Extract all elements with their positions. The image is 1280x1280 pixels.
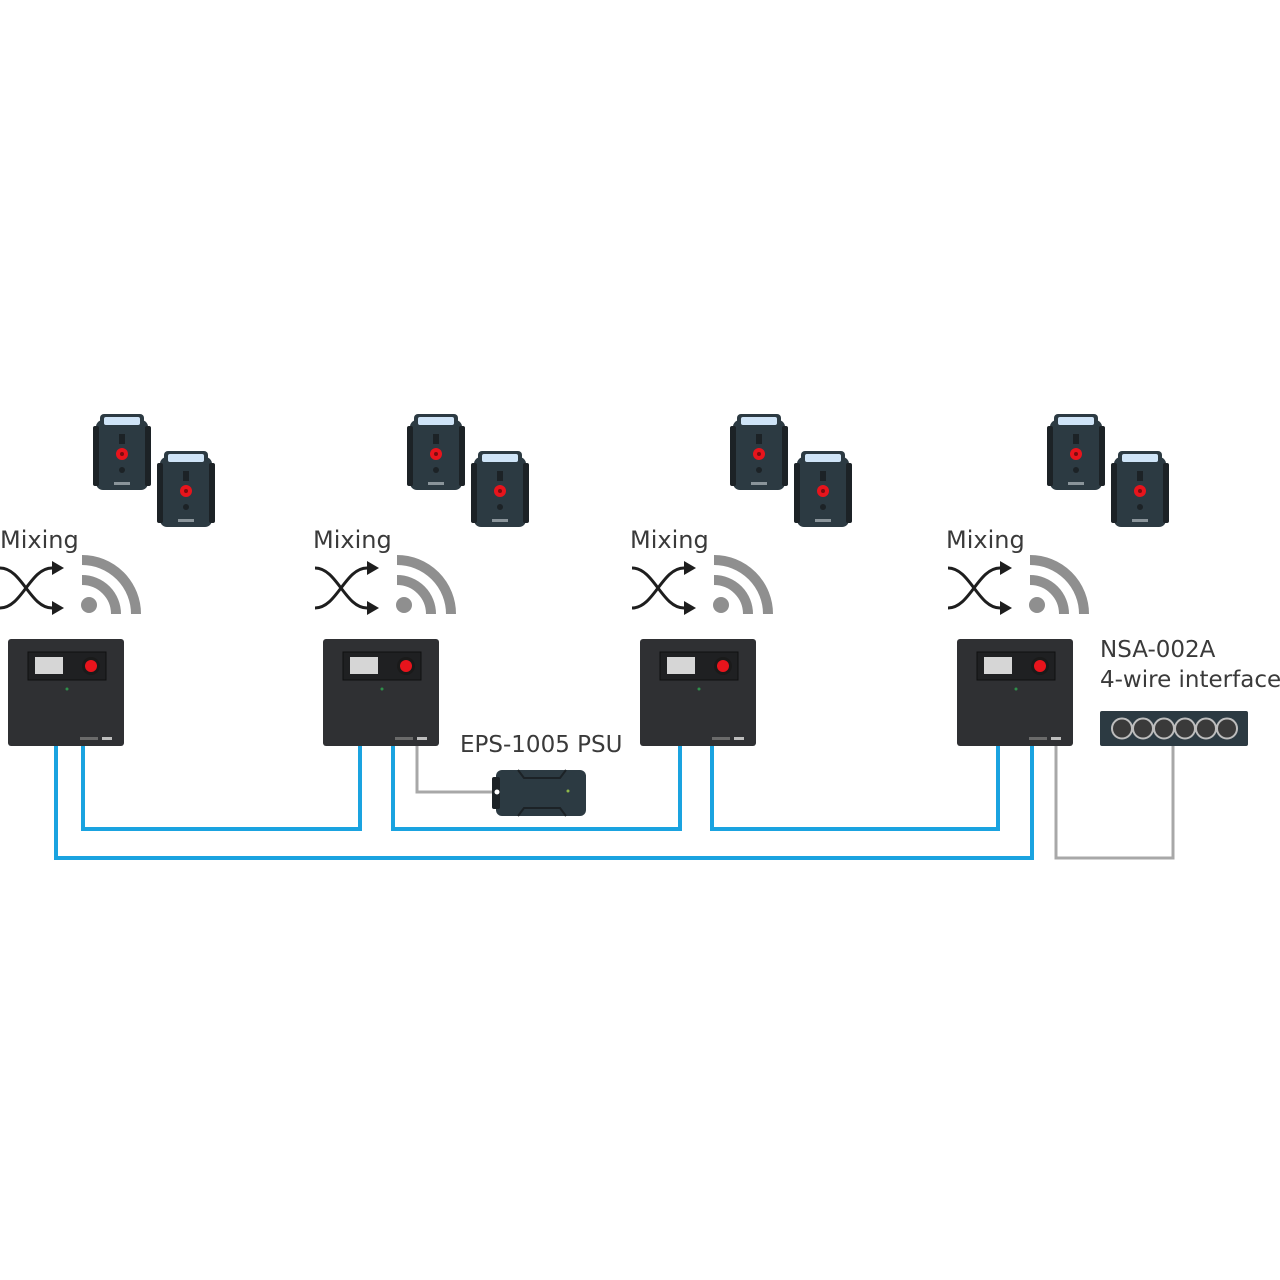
beltpack-icon bbox=[1047, 414, 1105, 490]
base-station bbox=[322, 638, 440, 747]
link-station2-psu bbox=[415, 745, 497, 794]
beltpack-icon bbox=[93, 414, 151, 490]
link-station1-station2 bbox=[81, 745, 362, 831]
interface-ports bbox=[1111, 717, 1238, 740]
link-station1-station4-ring bbox=[54, 745, 1034, 860]
wireless-icon bbox=[713, 560, 768, 614]
mixing-label: Mixing bbox=[313, 526, 392, 554]
interface-device bbox=[1100, 711, 1248, 746]
beltpack-icon bbox=[471, 451, 529, 527]
beltpack-icon bbox=[1111, 451, 1169, 527]
link-station4-interface bbox=[1054, 745, 1175, 860]
beltpack-icon bbox=[730, 414, 788, 490]
mixing-icon bbox=[313, 559, 381, 617]
mixing-label: Mixing bbox=[630, 526, 709, 554]
mixing-label: Mixing bbox=[946, 526, 1025, 554]
ethernet-links bbox=[54, 745, 1034, 860]
mixing-icon bbox=[630, 559, 698, 617]
mixing-label: Mixing bbox=[0, 526, 79, 554]
wireless-icon bbox=[81, 560, 136, 614]
link-station2-station3 bbox=[391, 745, 682, 831]
psu-group: EPS-1005 PSU bbox=[460, 732, 622, 817]
beltpack-icon bbox=[157, 451, 215, 527]
station-2-group: Mixing bbox=[313, 414, 529, 747]
base-station bbox=[639, 638, 757, 747]
mixing-icon bbox=[0, 559, 66, 617]
interface-port bbox=[1195, 717, 1217, 740]
wireless-icon bbox=[396, 560, 451, 614]
interface-port bbox=[1153, 717, 1175, 740]
interface-port bbox=[1174, 717, 1196, 740]
power-links bbox=[415, 745, 1175, 860]
interface-port bbox=[1132, 717, 1154, 740]
station-3-group: Mixing bbox=[630, 414, 852, 747]
interface-port bbox=[1111, 717, 1133, 740]
psu-device bbox=[492, 769, 586, 817]
beltpack-icon bbox=[794, 451, 852, 527]
mixing-icon bbox=[946, 559, 1014, 617]
beltpack-icon bbox=[407, 414, 465, 490]
interface-group: NSA-002A 4-wire interface bbox=[1100, 637, 1280, 746]
psu-label: EPS-1005 PSU bbox=[460, 732, 622, 758]
base-station bbox=[956, 638, 1074, 747]
interface-port bbox=[1216, 717, 1238, 740]
wireless-icon bbox=[1029, 560, 1084, 614]
link-station3-station4 bbox=[710, 745, 1000, 831]
base-station bbox=[7, 638, 125, 747]
station-1-group: Mixing bbox=[0, 414, 215, 747]
interface-description-label: 4-wire interface bbox=[1100, 667, 1280, 693]
station-4-group: Mixing bbox=[946, 414, 1169, 747]
interface-model-label: NSA-002A bbox=[1100, 637, 1216, 663]
